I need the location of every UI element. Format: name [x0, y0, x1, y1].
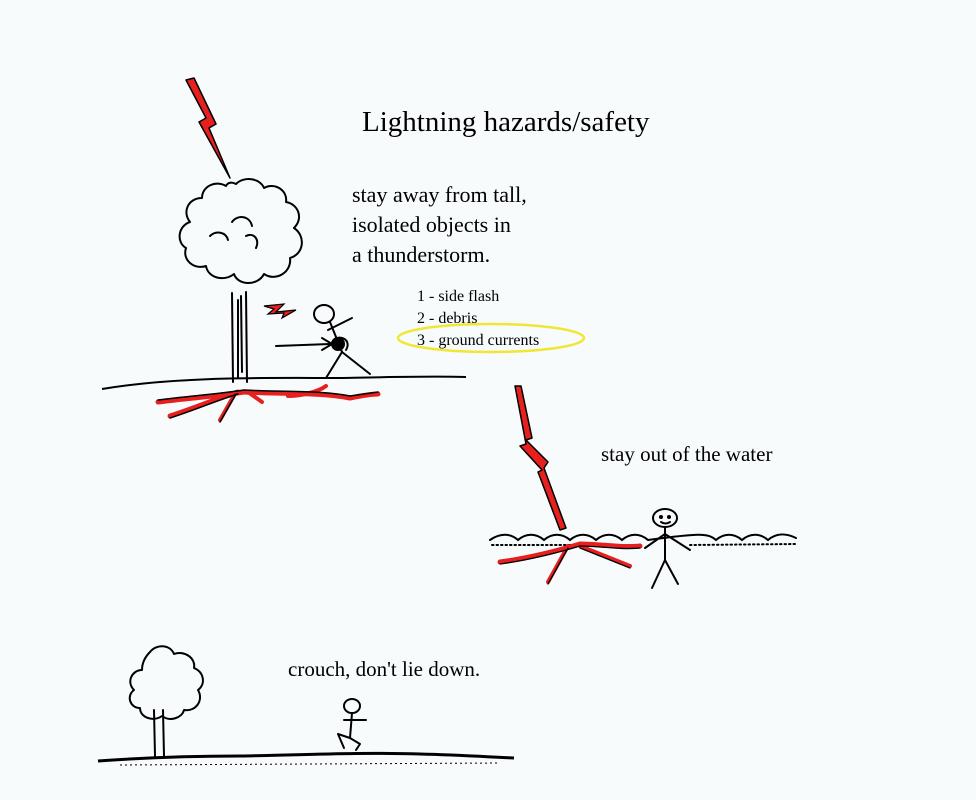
lightning-bolt-tree: [185, 77, 231, 179]
water-currents: [497, 541, 643, 585]
hazard-list: 1 - side flash 2 - debris 3 - ground cur…: [417, 286, 539, 352]
person-crouching: [337, 698, 367, 751]
tree-small: [128, 645, 204, 757]
hazard-item-debris: 2 - debris: [417, 310, 478, 327]
tall-objects-advice: stay away from tall, isolated objects in…: [352, 180, 527, 270]
tree-large: [178, 178, 303, 383]
ground-currents-highlight: [396, 322, 586, 354]
tall-objects-line-1: stay away from tall,: [352, 182, 527, 207]
page-title: Lightning hazards/safety: [362, 106, 650, 138]
hazard-item-side-flash: 1 - side flash: [417, 288, 500, 305]
person-in-water: [644, 508, 691, 589]
lightning-bolt-water: [514, 385, 567, 531]
water-advice: stay out of the water: [601, 442, 773, 466]
ground-line-1: [101, 375, 467, 390]
side-flash-bolt: [263, 303, 297, 320]
ground-line-2: [97, 751, 515, 763]
hazard-item-ground-currents: 3 - ground currents: [417, 332, 540, 349]
ground-currents-tree: [155, 384, 381, 423]
water-surface: [489, 533, 797, 546]
tall-objects-line-3: a thunderstorm.: [352, 242, 491, 267]
ground-texture: [119, 762, 501, 766]
person-near-tree: [275, 304, 371, 379]
tall-objects-line-2: isolated objects in: [352, 212, 511, 237]
crouch-advice: crouch, don't lie down.: [288, 657, 481, 681]
